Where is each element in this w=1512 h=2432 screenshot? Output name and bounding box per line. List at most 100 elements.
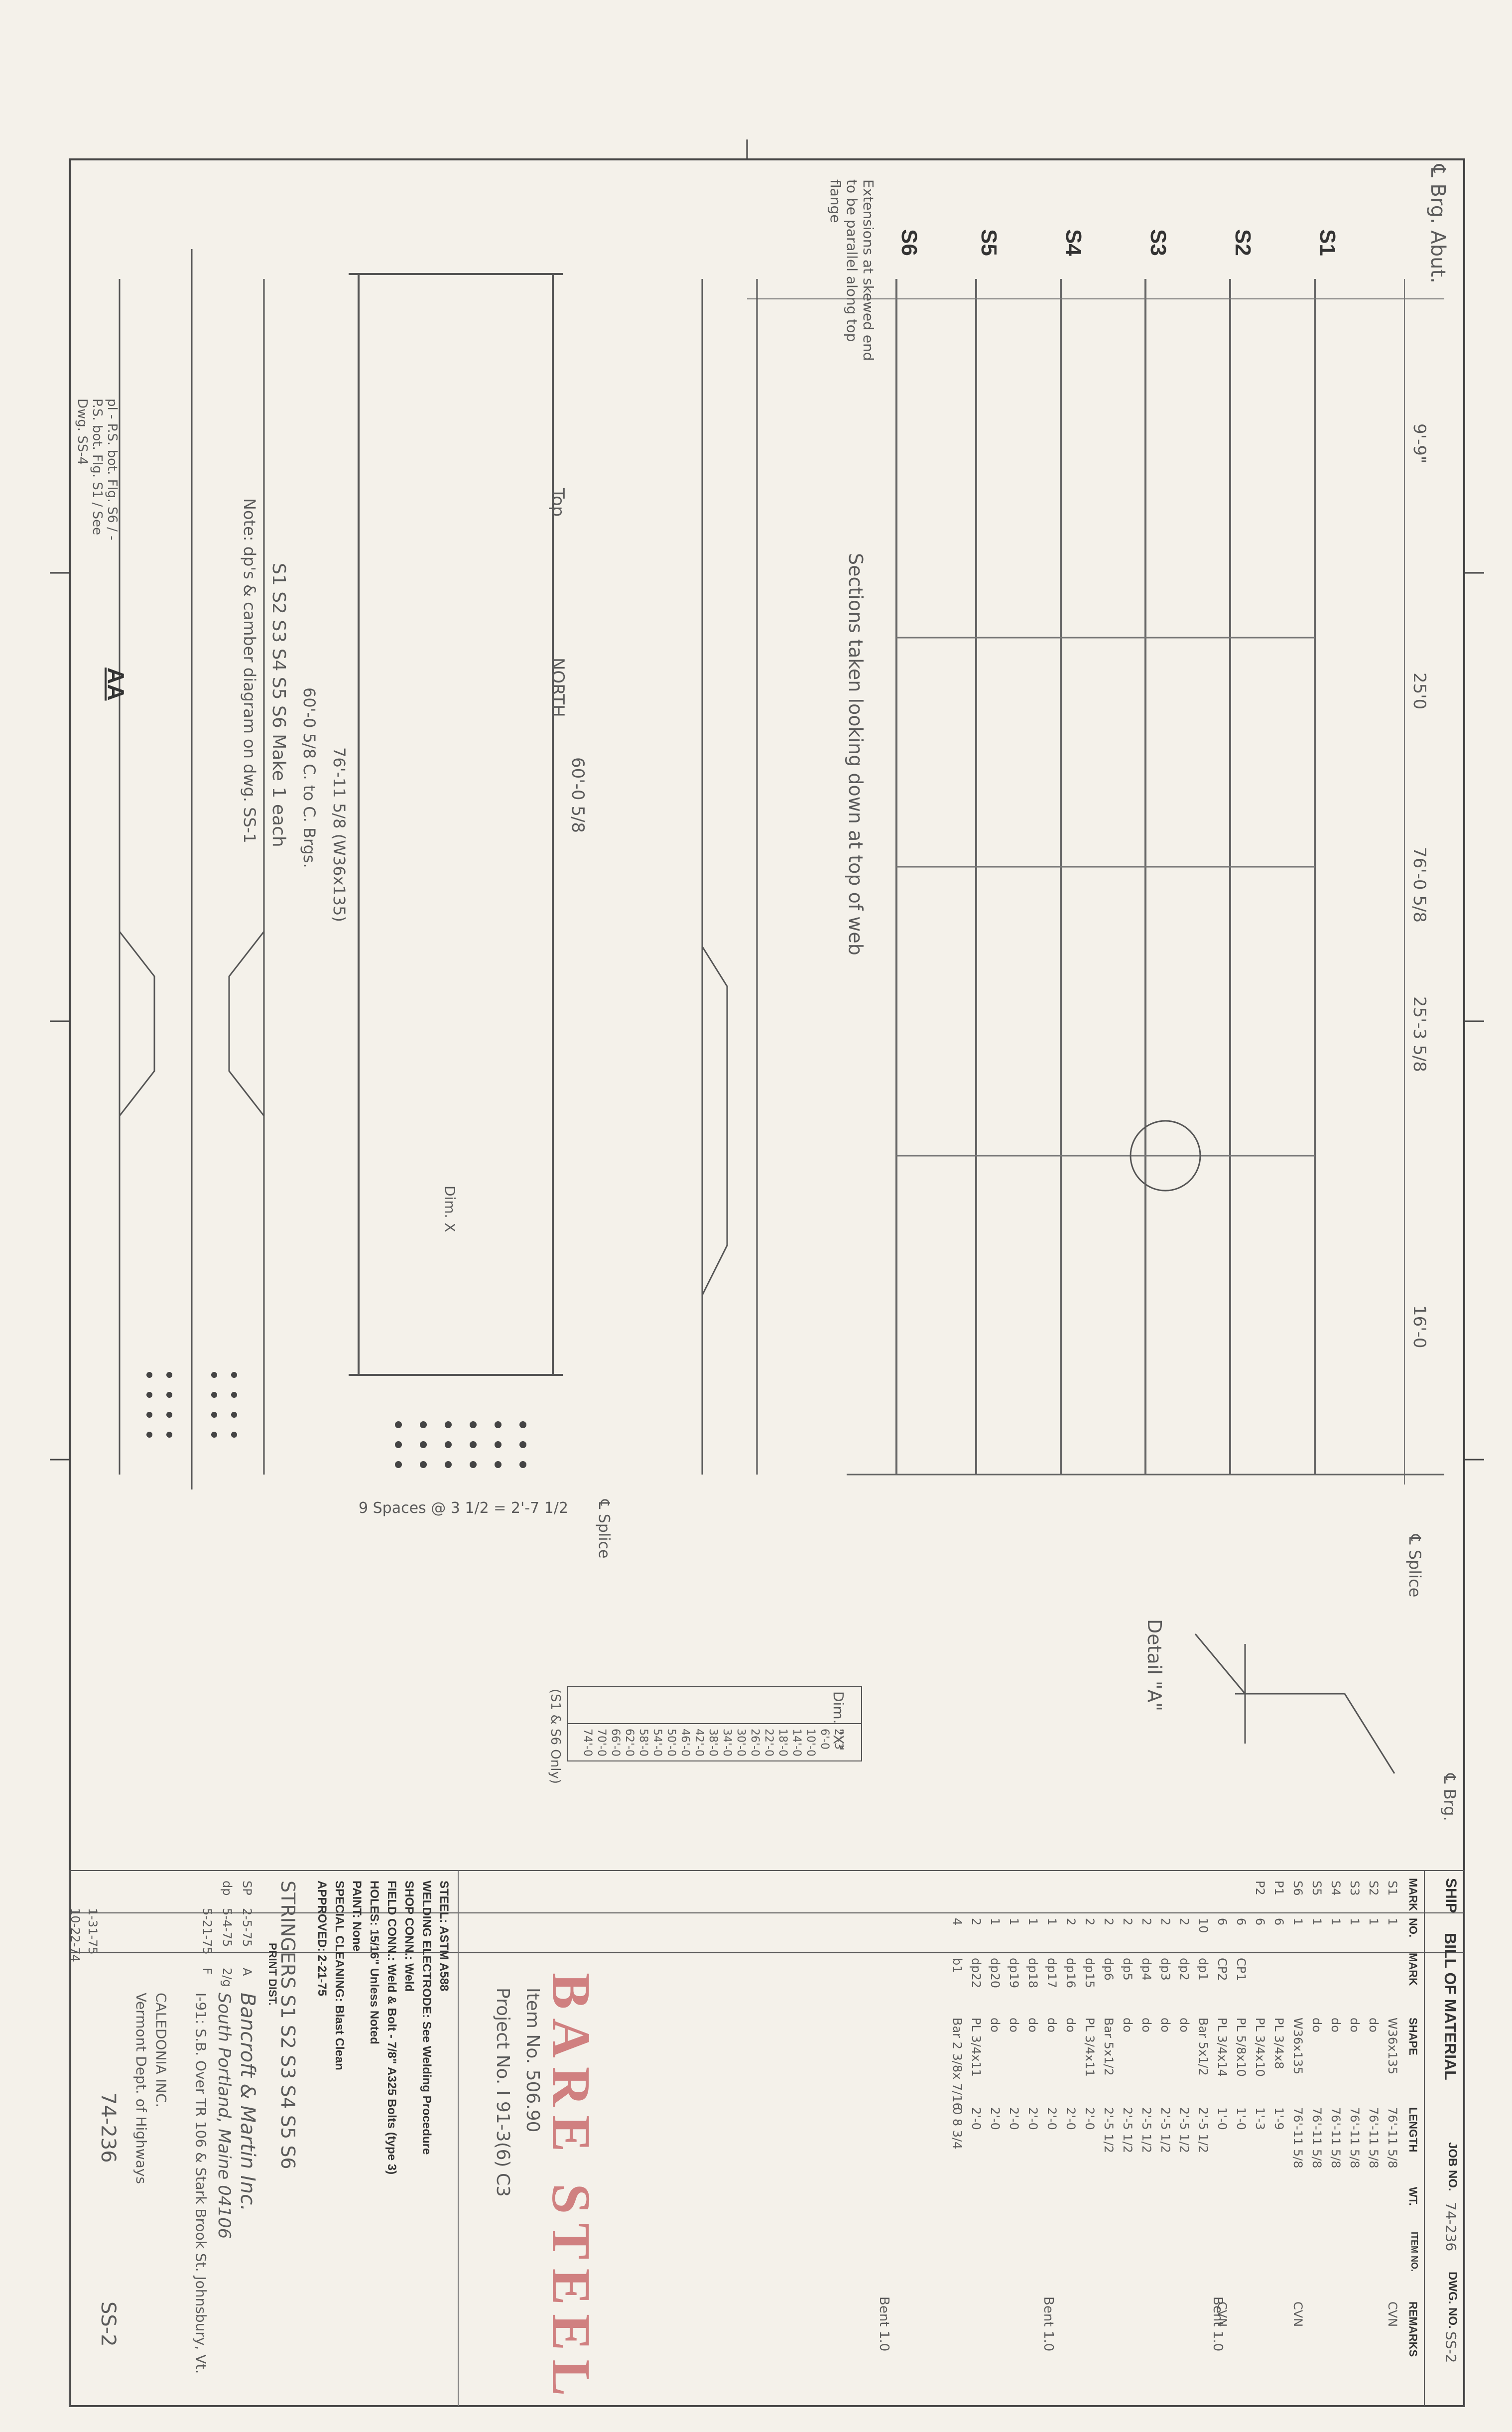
bom-cell: dp20 (988, 1958, 1002, 1989)
bom-cell: 1 (1291, 1918, 1305, 1926)
sections-note: Sections taken looking down at top of we… (845, 553, 867, 955)
bom-cell: 6 (1215, 1918, 1229, 1926)
detail-a-callout (1130, 1120, 1201, 1192)
bom-cell: 1 (1367, 1918, 1381, 1926)
bom-col-mark: MARK (1407, 1878, 1419, 1911)
stringer-label-s5: S5 (977, 229, 1001, 256)
top-label: Top (548, 488, 568, 517)
stringer-label-s4: S4 (1061, 229, 1086, 256)
item-no: Item No. 506.90 (522, 1988, 543, 2133)
bom-cell: 1 (1310, 1918, 1324, 1926)
bom-cell: 2 (969, 1918, 983, 1926)
extension-note: Extensions at skewed end to be parallel … (827, 179, 877, 361)
bom-dwg-no-label: DWG. NO. (1446, 2272, 1459, 2329)
bom-cell: 2'-5 1/2 (1121, 2107, 1134, 2154)
bom-cell: 1 (1007, 1918, 1021, 1926)
bom-cell: do (1045, 2018, 1059, 2032)
bom-cell: do (1177, 2018, 1191, 2032)
bom-cell: 6 (1253, 1918, 1267, 1926)
dim-25-0: 25'0 (1409, 673, 1429, 710)
project-no: Project No. I 91-3(6) C3 (493, 1988, 513, 2197)
bom-cell: 2'-5 1/2 (1139, 2107, 1153, 2154)
stringer-label-s2: S2 (1231, 229, 1255, 256)
bom-remark-bent: Bent 1.0 (1210, 2297, 1225, 2352)
title-block-drawing-no: SS-2 (97, 2301, 120, 2347)
bom-cell: 76'-11 5/8 (1367, 2107, 1381, 2168)
spec-paint: PAINT: None (350, 1881, 364, 1952)
bom-cell: 2 (1102, 1918, 1116, 1926)
bom-cell: 2'-0 (1083, 2107, 1097, 2130)
drawn-date: 10-22-74 (68, 1908, 82, 1962)
bom-cell: do (1310, 2018, 1324, 2032)
brg-label: ℄ Brg. (1440, 1773, 1459, 1821)
bom-cell: Bar 5x1/2 (1102, 2018, 1116, 2076)
bom-cell: 76'-11 5/8 (1291, 2107, 1305, 2168)
bom-cell: CP1 (1234, 1958, 1248, 1981)
section-aa-label: AA (103, 668, 129, 701)
bom-col-wt: WT. (1407, 2187, 1419, 2206)
bom-cell: PL 3/4x8 (1272, 2018, 1286, 2069)
title-block-print-dist: PRINT DIST. (266, 1943, 279, 2006)
bom-cell: dp5 (1121, 1958, 1134, 1981)
north-label: NORTH (548, 658, 568, 717)
bom-cell: 1 (1386, 1918, 1399, 1926)
stringer-label-s3: S3 (1146, 229, 1170, 256)
dim-x-value: 66'-0 (609, 1729, 622, 1756)
bom-cell: CP2 (1215, 1958, 1229, 1981)
bom-cell: 76'-11 5/8 (1310, 2107, 1324, 2168)
bom-cell: S1 (1386, 1881, 1399, 1896)
bom-cell: 2'-5 1/2 (1177, 2107, 1191, 2154)
title-block-company: Bancroft & Martin Inc. (236, 1993, 259, 2211)
bom-cell: 6 (1272, 1918, 1286, 1926)
bom-job-no: 74-236 (1443, 2202, 1459, 2252)
dim-x-value: 14'-0 (790, 1729, 803, 1756)
bom-cell: do (988, 2018, 1002, 2032)
bom-cell: dp4 (1139, 1958, 1153, 1981)
bom-cell: do (1139, 2018, 1153, 2032)
bom-cell: 2'-0 (969, 2107, 983, 2130)
dim-x-value: 34'-0 (721, 1729, 733, 1756)
splice-bolts (395, 1421, 526, 1468)
rev-mark: F (200, 1968, 214, 1975)
title-block-customer: CALEDONIA INC. (153, 1993, 169, 2108)
dim-x-value: 22'-0 (762, 1729, 775, 1756)
bom-cell: do (1158, 2018, 1172, 2032)
bom-cell: 1 (1329, 1918, 1343, 1926)
spec-holes: HOLES: 15/16" Unless Noted (368, 1881, 381, 2044)
dim-x-value: 38'-0 (707, 1729, 719, 1756)
spec-shop-conn: SHOP CONN.: Weld (402, 1881, 416, 1992)
bom-cell: 2 (1064, 1918, 1078, 1926)
dim-x-values: 2'-3 6'-0 10'-0 14'-0 18'-0 22'-0 26'-0 … (578, 1729, 857, 1758)
bom-cell: dp16 (1064, 1958, 1078, 1989)
bom-remark-bent: Bent 1.0 (877, 2297, 891, 2352)
bom-cell: do (1329, 2018, 1343, 2032)
bom-ship-label: SHIP (1443, 1878, 1459, 1913)
brg-abut-label: ℄ Brg. Abut. (1426, 164, 1449, 283)
dim-x-value: 18'-0 (776, 1729, 789, 1756)
bom-cell: dp18 (1026, 1958, 1040, 1989)
bom-title: BILL OF MATERIAL (1441, 1933, 1459, 2080)
flange-plan (119, 249, 265, 1489)
splice-label-plan: ℄ Splice (1405, 1534, 1424, 1598)
bom-col-no: NO. (1407, 1918, 1419, 1938)
bom-cell: PL 3/4x10 (1253, 2018, 1267, 2077)
bom-cell: 2'-5 1/2 (1158, 2107, 1172, 2154)
bom-cell: S3 (1348, 1881, 1362, 1896)
bom-cell: do (1064, 2018, 1078, 2032)
dim-x-value: 30'-0 (735, 1729, 747, 1756)
camber-note: Note: dp's & camber diagram on dwg. SS-1 (240, 498, 259, 843)
title-block-title: STRINGERS S1 S2 S3 S4 S5 S6 (277, 1881, 299, 2169)
bom-col-mark2: MARK (1407, 1953, 1419, 1986)
bom-cell: 1'-9 (1272, 2107, 1286, 2130)
stringer-lines (895, 279, 1316, 1475)
bom-cell: 76'-11 5/8 (1348, 2107, 1362, 2168)
dim-x-value: 62'-0 (623, 1729, 635, 1756)
checked-date: 1-31-75 (86, 1908, 100, 1955)
bom-cell: 1'-3 (1253, 2107, 1267, 2130)
bom-cell: dp22 (969, 1958, 983, 1989)
title-block-job-no: 74-236 (97, 2092, 120, 2163)
bom-cell: W36x135 (1386, 2018, 1399, 2075)
bom-cell: 76'-11 5/8 (1386, 2107, 1399, 2168)
bom-cell: 2'-0 (988, 2107, 1002, 2130)
